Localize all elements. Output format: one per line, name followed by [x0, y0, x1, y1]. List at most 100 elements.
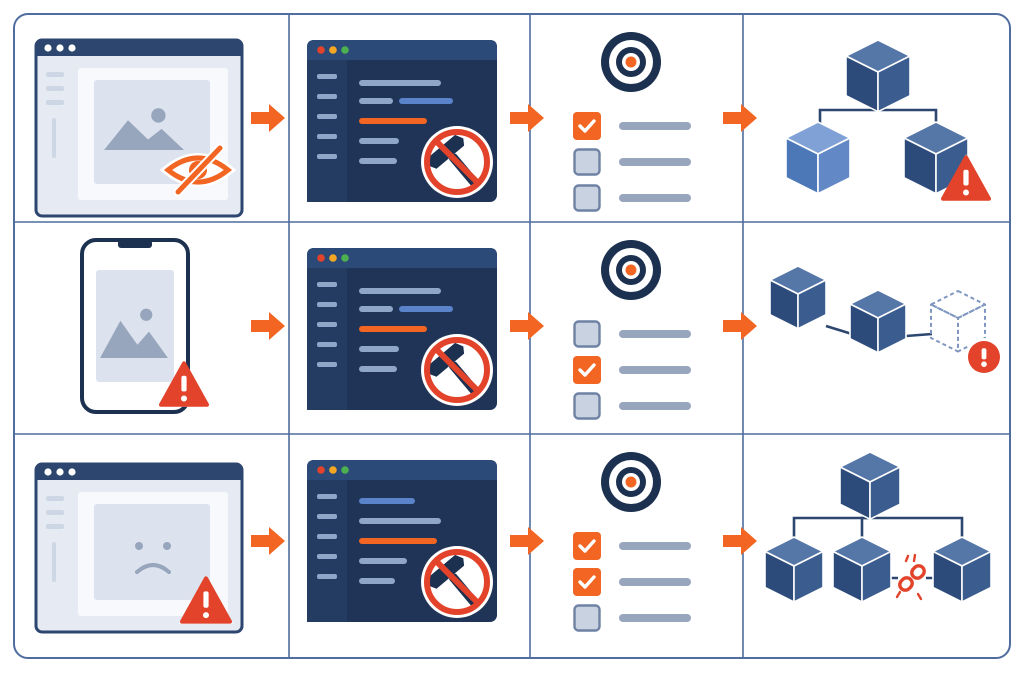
code-line	[359, 138, 399, 144]
arrow-right-icon	[510, 104, 544, 132]
gutter-mark	[317, 362, 337, 367]
link-right	[910, 564, 926, 580]
goal-checklist	[573, 32, 691, 212]
prohibited-hammer-icon	[421, 126, 493, 198]
cube-right-dashed	[957, 303, 986, 353]
checklist-line	[619, 402, 691, 410]
code-line	[359, 158, 397, 164]
checkbox-box	[573, 568, 601, 596]
checkbox-tick	[578, 575, 596, 589]
mountain	[104, 120, 184, 150]
no-build-ring	[424, 129, 490, 195]
alert-bar	[981, 348, 987, 360]
no-build-slash	[433, 558, 481, 606]
phone-screen	[96, 270, 174, 382]
checkbox-icon	[573, 320, 601, 348]
link-bg	[898, 564, 926, 592]
window-dot	[68, 44, 76, 52]
cube-right	[817, 137, 851, 195]
gutter-mark	[317, 94, 337, 99]
target-icon	[601, 32, 661, 92]
cube-icon	[839, 451, 901, 520]
warning-bar	[203, 591, 209, 608]
gutter-mark	[317, 134, 337, 139]
window-dot	[56, 468, 64, 476]
arrow-right-icon	[723, 312, 757, 340]
cube-right	[961, 550, 992, 603]
link-left	[898, 576, 914, 592]
checkbox-icon	[573, 532, 601, 560]
checklist-line	[619, 578, 691, 586]
code-line	[399, 306, 453, 312]
source-view	[80, 238, 210, 414]
editor-traffic-light	[341, 46, 349, 54]
arrow-shape	[723, 527, 757, 555]
checkbox-box	[573, 148, 601, 176]
warning-dot	[963, 189, 969, 196]
arrow-shape	[723, 104, 757, 132]
sidebar-scroll	[52, 542, 56, 582]
cube-icon	[932, 536, 992, 603]
checklist-line	[619, 194, 691, 202]
row-2	[80, 238, 1003, 420]
code-editor-window	[307, 248, 497, 410]
arrow-right-icon	[723, 104, 757, 132]
content-image	[94, 504, 210, 600]
checkbox-tick	[578, 363, 596, 377]
arrow-right-icon	[510, 527, 544, 555]
editor-traffic-light	[317, 466, 325, 474]
title-bar	[36, 40, 242, 56]
gutter-mark	[317, 302, 337, 307]
checklist-line	[619, 330, 691, 338]
image-placeholder-icon	[104, 108, 184, 150]
editor-titlebar	[307, 460, 497, 480]
sidebar-line	[46, 72, 64, 77]
arrow-shape	[510, 104, 544, 132]
cube-right	[861, 550, 892, 603]
code-line	[359, 346, 399, 352]
arrow-right-icon	[251, 104, 285, 132]
checkbox-icon	[573, 112, 601, 140]
gutter-mark	[317, 322, 337, 327]
sad-eye	[135, 542, 143, 550]
arrow-shape	[723, 312, 757, 340]
goal-checklist	[573, 452, 691, 632]
gutter-mark	[317, 342, 337, 347]
arrow-shape	[510, 312, 544, 340]
source-view	[34, 462, 244, 634]
target-icon	[601, 240, 661, 300]
sidebar-line	[46, 496, 64, 501]
code-line	[359, 80, 441, 86]
window-dot	[44, 44, 52, 52]
image-placeholder-icon	[100, 308, 168, 358]
checkbox-box	[573, 392, 601, 420]
gutter-mark	[317, 534, 337, 539]
window-dot	[56, 44, 64, 52]
sad-mouth	[135, 563, 171, 574]
gutter-mark	[317, 114, 337, 119]
editor-traffic-light	[317, 254, 325, 262]
phone-notch	[118, 240, 152, 248]
sun	[140, 308, 153, 321]
checkbox-icon	[573, 184, 601, 212]
phone-device	[80, 238, 190, 414]
sad-eye	[163, 542, 171, 550]
checkbox-tick	[578, 539, 596, 553]
link-shape	[898, 564, 926, 592]
checkbox-icon	[573, 604, 601, 632]
editor-traffic-light	[329, 46, 337, 54]
editor-gutter	[307, 480, 347, 622]
arrow-right-icon	[251, 527, 285, 555]
arrow-shape	[251, 312, 285, 340]
editor-gutter	[307, 268, 347, 410]
code-line	[359, 558, 407, 564]
no-build-ring	[424, 549, 490, 615]
gutter-mark	[317, 282, 337, 287]
dependency-graph	[785, 39, 992, 201]
row-1	[34, 32, 992, 218]
no-build-ring	[424, 337, 490, 403]
checkbox-box	[573, 604, 601, 632]
cube-icon	[832, 536, 892, 603]
checkbox-box	[573, 112, 601, 140]
code-line	[359, 518, 441, 524]
